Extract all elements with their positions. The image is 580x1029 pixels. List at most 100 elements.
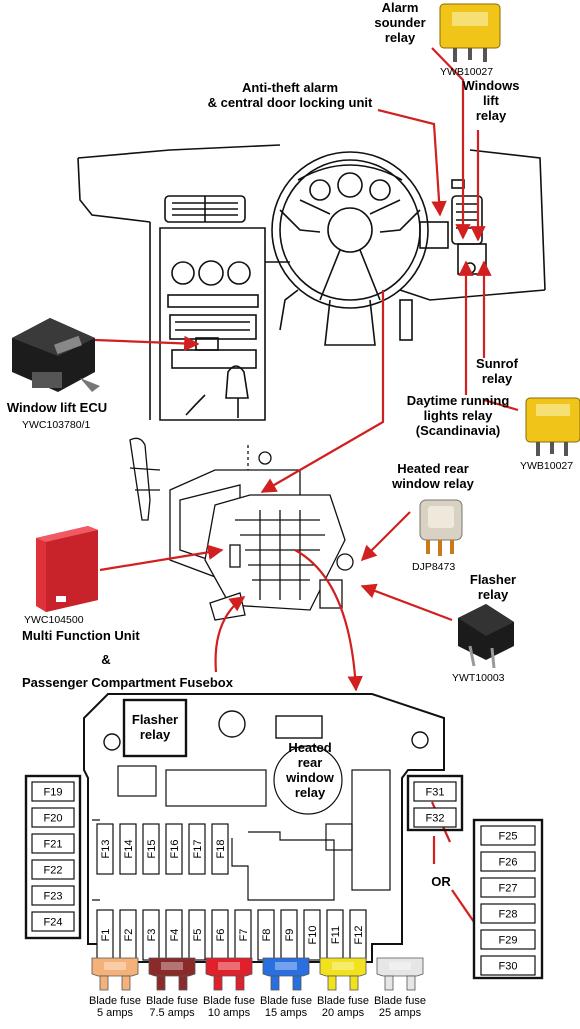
leader-arrows: [94, 47, 519, 923]
flasher-relay-box: [122, 698, 188, 758]
fuse-label: F16: [169, 840, 181, 859]
flasher-top-line1: Flasher: [469, 572, 517, 587]
fuse-label: F18: [215, 840, 227, 859]
alarm-label-line2: sounder: [374, 15, 426, 30]
flasher-relay-part-number: YWT10003: [452, 672, 505, 684]
blade-fuse-rating: 20 amps: [321, 1007, 365, 1019]
fuse-slot-f12: F12: [349, 909, 367, 961]
flasher-relay-label: Flasher relay: [458, 572, 528, 602]
window-ecu-part-number: YWC103780/1: [22, 419, 91, 431]
fuse-slot-f11: F11: [326, 909, 344, 961]
blade-fuse-name: Blade fuse: [146, 995, 198, 1007]
mfu-picture: [36, 526, 98, 612]
alarm-label-line1: Alarm: [381, 0, 419, 15]
sunroof-relay-label: Sunrof relay: [462, 356, 532, 386]
fuse-slot-f26: F26: [480, 851, 536, 872]
blade-fuse-name: Blade fuse: [89, 995, 141, 1007]
fuse-slot-f6: F6: [211, 909, 229, 961]
blade-fuse-picture: [319, 957, 367, 991]
flasher-relay-box-label: Flasher relay: [124, 712, 186, 742]
fuse-slot-f32: F32: [413, 807, 457, 828]
fuse-slot-f29: F29: [480, 929, 536, 950]
blade-fuse-name: Blade fuse: [260, 995, 312, 1007]
fuse-slot-f5: F5: [188, 909, 206, 961]
fuse-label: F20: [44, 813, 63, 825]
fuse-label: F13: [100, 840, 112, 859]
fuse-label: F24: [44, 917, 63, 929]
fuse-label: F11: [330, 926, 342, 944]
fuse-label: F22: [44, 865, 63, 877]
blade-fuse-layer: [91, 957, 424, 991]
heated-rear-window-box-label: Heated rear window relay: [280, 740, 340, 800]
fuse-slot-f31: F31: [413, 781, 457, 802]
heated-box-line3: window: [286, 770, 334, 785]
mfu-exploded-view: [129, 437, 354, 621]
fuse-slot-f24: F24: [31, 911, 75, 932]
flasher-box-line1: Flasher: [131, 712, 179, 727]
fuse-slot-f19: F19: [31, 781, 75, 802]
fuse-slot-f3: F3: [142, 909, 160, 961]
fuse-slot-f23: F23: [31, 885, 75, 906]
blade-fuse-name: Blade fuse: [317, 995, 369, 1007]
anti-theft-line2: & central door locking unit: [207, 95, 373, 110]
blade-fuse-picture: [91, 957, 139, 991]
passenger-fusebox-label: Passenger Compartment Fusebox: [22, 675, 233, 690]
fuse-alternative-frame: [472, 818, 544, 980]
alarm-relay-part-number: YWB10027: [440, 66, 494, 78]
fusebox-outline: [83, 693, 445, 963]
fuse-label: F8: [261, 929, 273, 942]
alarm-sounder-relay-label: Alarm sounder relay: [370, 0, 430, 45]
heated-box-line4: relay: [294, 785, 326, 800]
heated-relay-picture: [419, 499, 463, 556]
fuse-slot-f8: F8: [257, 909, 275, 961]
fuse-slot-f25: F25: [480, 825, 536, 846]
windows-lift-line3: relay: [475, 108, 507, 123]
blade-fuse-picture: [376, 957, 424, 991]
fuse-slot-f28: F28: [480, 903, 536, 924]
fuse-label: F25: [499, 831, 518, 843]
blade-fuse-name: Blade fuse: [374, 995, 426, 1007]
fuse-label: F12: [353, 926, 365, 945]
fuse-label: F4: [169, 929, 181, 942]
fuse-label: F9: [284, 929, 296, 942]
fuse-right-small-frame: [406, 774, 464, 832]
fuse-slot-f22: F22: [31, 859, 75, 880]
fuse-label: F6: [215, 929, 227, 942]
fuse-label: F17: [192, 840, 204, 859]
sunroof-line1: Sunrof: [476, 356, 518, 371]
flasher-relay-picture: [458, 604, 514, 669]
or-label: OR: [431, 874, 451, 889]
dashboard-drawing: [77, 144, 546, 421]
blade-fuse-rating: 7.5 amps: [149, 1007, 195, 1019]
fuse-label: F5: [192, 929, 204, 942]
fuse-slot-f13: F13: [96, 823, 114, 875]
fuse-label: F28: [499, 909, 518, 921]
blade-fuse-picture: [148, 957, 196, 991]
multi-function-unit-label: Multi Function Unit: [22, 628, 140, 643]
windows-lift-line2: lift: [483, 93, 499, 108]
heated-relay-part-number: DJP8473: [412, 561, 456, 573]
fuse-label: F27: [499, 883, 518, 895]
fuse-slot-f17: F17: [188, 823, 206, 875]
daytime-running-label: Daytime running lights relay (Scandinavi…: [396, 393, 520, 438]
fuse-slot-f18: F18: [211, 823, 229, 875]
heated-box-line1: Heated: [288, 740, 332, 755]
flasher-top-line2: relay: [477, 587, 509, 602]
blade-fuse-picture: [205, 957, 253, 991]
blade-fuse-picture: [262, 957, 310, 991]
alarm-label-line3: relay: [384, 30, 416, 45]
window-ecu-picture: [12, 318, 100, 392]
fuse-slot-f15: F15: [142, 823, 160, 875]
fuse-label: F10: [307, 926, 319, 945]
fuse-slot-f1: F1: [96, 909, 114, 961]
fuse-label: F23: [44, 891, 63, 903]
daytime-line3: (Scandinavia): [415, 423, 501, 438]
anti-theft-label: Anti-theft alarm & central door locking …: [190, 80, 390, 110]
fuse-label: F19: [44, 787, 63, 799]
